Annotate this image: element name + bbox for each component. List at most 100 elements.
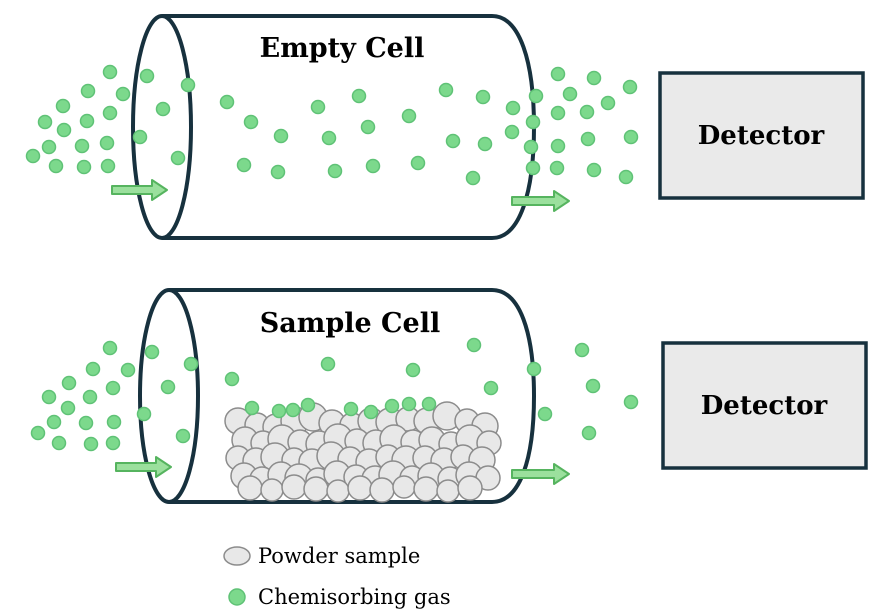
empty-cell-cylinder-body — [162, 16, 534, 238]
gas-dot — [600, 95, 616, 111]
gas-dot — [549, 160, 565, 176]
gas-dot — [85, 361, 101, 377]
powder-particle — [326, 479, 350, 503]
gas-dot — [320, 356, 336, 372]
gas-dot — [327, 163, 343, 179]
sample-cell-diagram: Sample Cell Detector — [30, 288, 868, 504]
gas-dot — [46, 414, 62, 430]
detector-box — [658, 71, 865, 200]
gas-dot — [445, 133, 461, 149]
gas-dot — [83, 436, 99, 452]
gas-dot — [581, 425, 597, 441]
gas-dot — [99, 135, 115, 151]
powder-particle — [413, 476, 439, 502]
gas-dot — [144, 344, 160, 360]
gas-dot — [155, 101, 171, 117]
gas-dot — [79, 113, 95, 129]
gas-dot — [76, 159, 92, 175]
adsorbed-gas-dot — [244, 400, 260, 416]
gas-dot — [550, 138, 566, 154]
gas-dot — [224, 371, 240, 387]
gas-dot — [105, 380, 121, 396]
gas-dot — [41, 389, 57, 405]
gas-dot — [180, 77, 196, 93]
adsorbed-gas-dot — [343, 401, 359, 417]
gas-dot — [351, 88, 367, 104]
gas-dot — [562, 86, 578, 102]
gas-dot — [60, 400, 76, 416]
gas-dot — [310, 99, 326, 115]
gas-dot — [622, 79, 638, 95]
gas-dot — [160, 379, 176, 395]
gas-dot — [30, 425, 46, 441]
gas-dot — [37, 114, 53, 130]
gas-dot — [120, 362, 136, 378]
powder-particle — [237, 475, 263, 501]
gas-dot — [475, 89, 491, 105]
gas-dot — [623, 129, 639, 145]
sample-cell-flow-arrows — [115, 456, 570, 485]
gas-dot — [586, 162, 602, 178]
adsorbed-gas-dot — [285, 402, 301, 418]
gas-dot — [78, 415, 94, 431]
gas-dot — [106, 414, 122, 430]
detector-box — [661, 341, 868, 470]
legend-item-gas: Chemisorbing gas — [228, 585, 451, 609]
gas-dot — [25, 148, 41, 164]
gas-dot — [55, 98, 71, 114]
chemisorbing-gas-marker-icon — [228, 588, 246, 606]
powder-particle — [436, 479, 460, 503]
gas-dot — [525, 160, 541, 176]
legend-gas-label: Chemisorbing gas — [258, 585, 451, 609]
gas-dot — [528, 88, 544, 104]
powder-sample-marker-icon — [223, 546, 251, 566]
gas-dot — [550, 66, 566, 82]
gas-dot — [82, 389, 98, 405]
gas-dot — [102, 340, 118, 356]
empty-cell-gas-dots — [25, 64, 639, 186]
gas-dot — [243, 114, 259, 130]
sample-cell-cylinder-outline — [169, 288, 537, 504]
gas-dot — [48, 158, 64, 174]
powder-particle — [281, 474, 307, 500]
gas-dot — [136, 406, 152, 422]
gas-dot — [504, 124, 520, 140]
sample-cell-detector: Detector — [661, 341, 868, 470]
adsorbed-gas-dot — [271, 403, 287, 419]
gas-dot — [80, 83, 96, 99]
gas-dot — [537, 406, 553, 422]
gas-dot — [365, 158, 381, 174]
powder-particle — [369, 477, 395, 503]
gas-dot — [360, 119, 376, 135]
gas-dot — [170, 150, 186, 166]
gas-dot — [175, 428, 191, 444]
sample-cell-gas-dots — [30, 337, 639, 452]
empty-cell-flow-arrows — [111, 179, 570, 212]
legend-powder-label: Powder sample — [258, 544, 420, 568]
adsorbed-gas-dot — [384, 398, 400, 414]
adsorbed-gas-dot — [363, 404, 379, 420]
gas-dot — [139, 68, 155, 84]
adsorbed-gas-dot — [401, 396, 417, 412]
gas-dot — [483, 380, 499, 396]
gas-dot — [477, 136, 493, 152]
gas-dot — [219, 94, 235, 110]
gas-dot — [51, 435, 67, 451]
gas-dot — [623, 394, 639, 410]
gas-outlet-arrow-icon — [511, 190, 570, 212]
gas-dot — [438, 82, 454, 98]
gas-dot — [115, 86, 131, 102]
adsorbed-gas-dot — [300, 397, 316, 413]
gas-dot — [574, 342, 590, 358]
gas-inlet-arrow-icon — [115, 456, 172, 478]
legend-item-powder: Powder sample — [223, 544, 420, 568]
gas-dot — [401, 108, 417, 124]
gas-dot — [102, 105, 118, 121]
gas-dot — [579, 104, 595, 120]
detector-label: Detector — [701, 391, 828, 421]
gas-dot — [505, 100, 521, 116]
gas-dot — [585, 378, 601, 394]
gas-dot — [525, 114, 541, 130]
